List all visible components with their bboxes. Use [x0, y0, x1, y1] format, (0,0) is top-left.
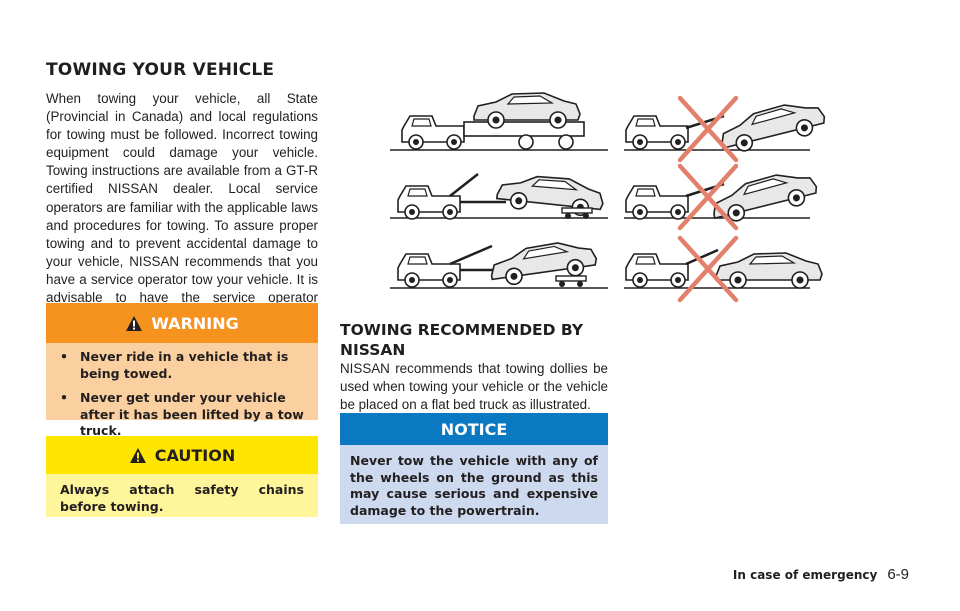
wheel-lift-dolly-figure — [390, 170, 608, 220]
wheel-lift-dolly-figure — [390, 237, 608, 289]
intro-paragraph: When towing your vehicle, all State (Pro… — [46, 91, 318, 323]
caution-triangle-icon — [129, 447, 146, 463]
footer-section-name: In case of emergency — [732, 568, 878, 582]
flatbed-truck-figure — [390, 92, 608, 151]
incorrect-tow-figure — [624, 166, 821, 228]
notice-header: NOTICE — [340, 413, 608, 445]
notice-title: NOTICE — [440, 419, 508, 439]
warning-triangle-icon — [126, 315, 143, 331]
warning-list: •Never ride in a vehicle that is being t… — [46, 349, 318, 440]
warning-item-text: Never ride in a vehicle that is being to… — [80, 349, 289, 381]
subsection-title: TOWING RECOMMENDED BY NISSAN — [340, 321, 584, 359]
caution-text: Always attach safety chains before towin… — [60, 482, 304, 514]
warning-item-text: Never get under your vehicle after it ha… — [80, 390, 304, 438]
towing-illustration — [390, 92, 829, 308]
page-footer: In case of emergency 6-9 — [733, 566, 909, 583]
incorrect-tow-figure — [624, 238, 823, 300]
section-title: TOWING YOUR VEHICLE — [46, 60, 275, 80]
incorrect-tow-figure — [624, 95, 829, 160]
recommended-paragraph: NISSAN recommends that towing dollies be… — [340, 361, 608, 413]
warning-title: WARNING — [151, 313, 239, 333]
warning-item: •Never get under your vehicle after it h… — [60, 390, 304, 438]
page-number: 6-9 — [887, 566, 909, 583]
warning-header: WARNING — [46, 303, 318, 343]
caution-box: CAUTION Always attach safety chains befo… — [46, 436, 318, 517]
warning-box: WARNING •Never ride in a vehicle that is… — [46, 303, 318, 438]
caution-header: CAUTION — [46, 436, 318, 474]
notice-box: NOTICE Never tow the vehicle with any of… — [340, 413, 608, 524]
caution-title: CAUTION — [154, 445, 236, 465]
warning-item: •Never ride in a vehicle that is being t… — [60, 349, 289, 381]
notice-text: Never tow the vehicle with any of the wh… — [350, 453, 598, 518]
